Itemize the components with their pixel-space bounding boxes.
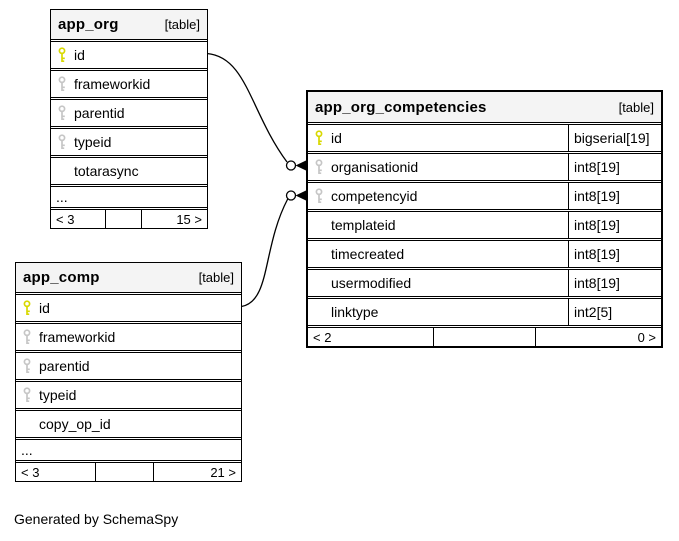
- foreign-key-icon: [314, 159, 324, 175]
- footer-children-count: 0 >: [535, 328, 661, 346]
- table-badge: [table]: [164, 17, 200, 32]
- column-name: copy_op_id: [39, 416, 111, 432]
- column-row: parentid: [16, 350, 241, 379]
- primary-key-icon: [314, 130, 324, 146]
- table-footer: < 2 0 >: [308, 325, 661, 346]
- footer-mid-cell: [105, 210, 141, 228]
- footer-mid-cell: [433, 328, 535, 346]
- column-row: linktype int2[5]: [308, 296, 661, 325]
- column-row: id: [51, 39, 207, 68]
- column-row: frameworkid: [16, 321, 241, 350]
- column-row: parentid: [51, 97, 207, 126]
- column-row: timecreated int8[19]: [308, 238, 661, 267]
- column-row: organisationid int8[19]: [308, 151, 661, 180]
- column-name: totarasync: [74, 163, 139, 179]
- column-type: int8[19]: [568, 154, 661, 180]
- table-header[interactable]: app_comp [table]: [16, 263, 241, 292]
- table-header[interactable]: app_org_competencies [table]: [308, 92, 661, 122]
- crowfoot-icon: [295, 160, 307, 171]
- more-columns-ellipsis: ...: [16, 437, 241, 460]
- zero-circle-icon: [285, 160, 297, 171]
- column-row: usermodified int8[19]: [308, 267, 661, 296]
- column-row: id: [16, 292, 241, 321]
- column-name: usermodified: [331, 275, 412, 291]
- foreign-key-icon: [57, 134, 67, 150]
- column-name: timecreated: [331, 246, 405, 262]
- relationship-app-comp-to-competencyid: [241, 198, 289, 308]
- column-row: frameworkid: [51, 68, 207, 97]
- table-footer: < 3 21 >: [16, 460, 241, 481]
- column-row: totarasync: [51, 155, 207, 184]
- column-name: parentid: [39, 358, 90, 374]
- column-name: typeid: [39, 387, 77, 403]
- footer-children-count: 21 >: [153, 463, 241, 481]
- primary-key-icon: [22, 300, 32, 316]
- foreign-key-icon: [314, 188, 324, 204]
- column-type: int8[19]: [568, 270, 661, 296]
- column-type: int8[19]: [568, 241, 661, 267]
- foreign-key-icon: [22, 358, 32, 374]
- footer-mid-cell: [95, 463, 153, 481]
- foreign-key-icon: [22, 387, 32, 403]
- relationship-app-org-to-organisationid: [206, 52, 288, 163]
- column-name: id: [74, 47, 85, 63]
- column-name: competencyid: [331, 188, 418, 204]
- column-row: typeid: [16, 379, 241, 408]
- table-title: app_comp: [23, 269, 100, 286]
- column-row: templateid int8[19]: [308, 209, 661, 238]
- column-type: int2[5]: [568, 299, 661, 325]
- column-name: organisationid: [331, 159, 419, 175]
- column-name: frameworkid: [39, 329, 116, 345]
- generated-by-caption: Generated by SchemaSpy: [14, 511, 179, 527]
- column-row: copy_op_id: [16, 408, 241, 437]
- footer-children-count: 15 >: [141, 210, 207, 228]
- footer-parents-count: < 2: [313, 329, 332, 345]
- column-name: id: [39, 300, 50, 316]
- zero-circle-icon: [285, 190, 297, 201]
- table-badge: [table]: [198, 270, 234, 285]
- primary-key-icon: [57, 47, 67, 63]
- column-row: id bigserial[19]: [308, 122, 661, 151]
- foreign-key-icon: [57, 105, 67, 121]
- column-type: bigserial[19]: [568, 125, 661, 151]
- table-node-app-comp[interactable]: app_comp [table] id frameworkid parentid…: [15, 262, 242, 482]
- table-header[interactable]: app_org [table]: [51, 10, 207, 39]
- column-name: linktype: [331, 304, 379, 320]
- column-type: int8[19]: [568, 183, 661, 209]
- table-badge: [table]: [618, 99, 654, 115]
- column-type: int8[19]: [568, 212, 661, 238]
- column-name: typeid: [74, 134, 112, 150]
- table-node-app-org-competencies[interactable]: app_org_competencies [table] id bigseria…: [306, 90, 663, 348]
- table-title: app_org_competencies: [315, 98, 487, 116]
- crowfoot-icon: [295, 190, 307, 201]
- column-name: id: [331, 130, 342, 146]
- footer-parents-count: < 3: [21, 464, 40, 480]
- column-name: parentid: [74, 105, 125, 121]
- more-columns-ellipsis: ...: [51, 184, 207, 207]
- column-name: templateid: [331, 217, 396, 233]
- footer-parents-count: < 3: [56, 211, 75, 227]
- column-row: typeid: [51, 126, 207, 155]
- column-row: competencyid int8[19]: [308, 180, 661, 209]
- foreign-key-icon: [22, 329, 32, 345]
- column-name: frameworkid: [74, 76, 151, 92]
- table-footer: < 3 15 >: [51, 207, 207, 228]
- foreign-key-icon: [57, 76, 67, 92]
- table-node-app-org[interactable]: app_org [table] id frameworkid parentid …: [50, 9, 208, 229]
- table-title: app_org: [58, 16, 119, 33]
